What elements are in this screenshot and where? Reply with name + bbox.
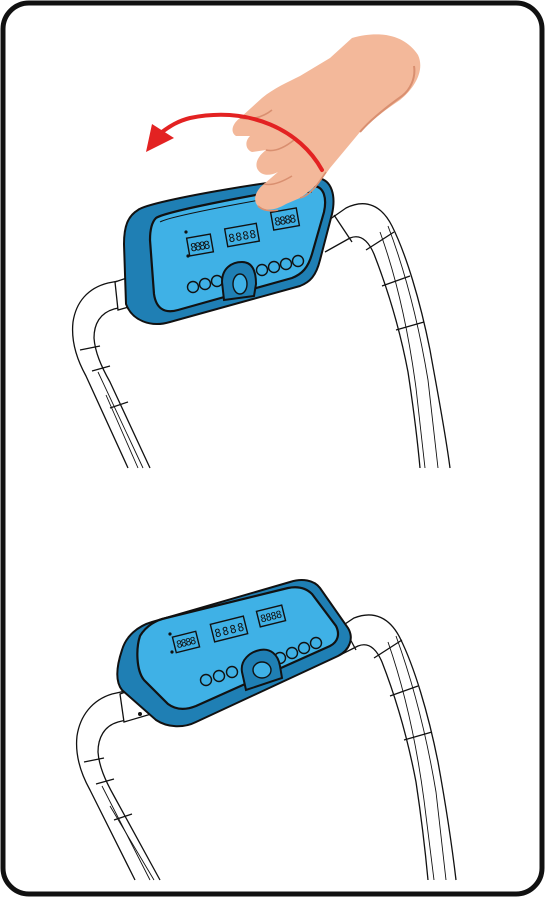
display-left: 8888	[187, 234, 214, 256]
